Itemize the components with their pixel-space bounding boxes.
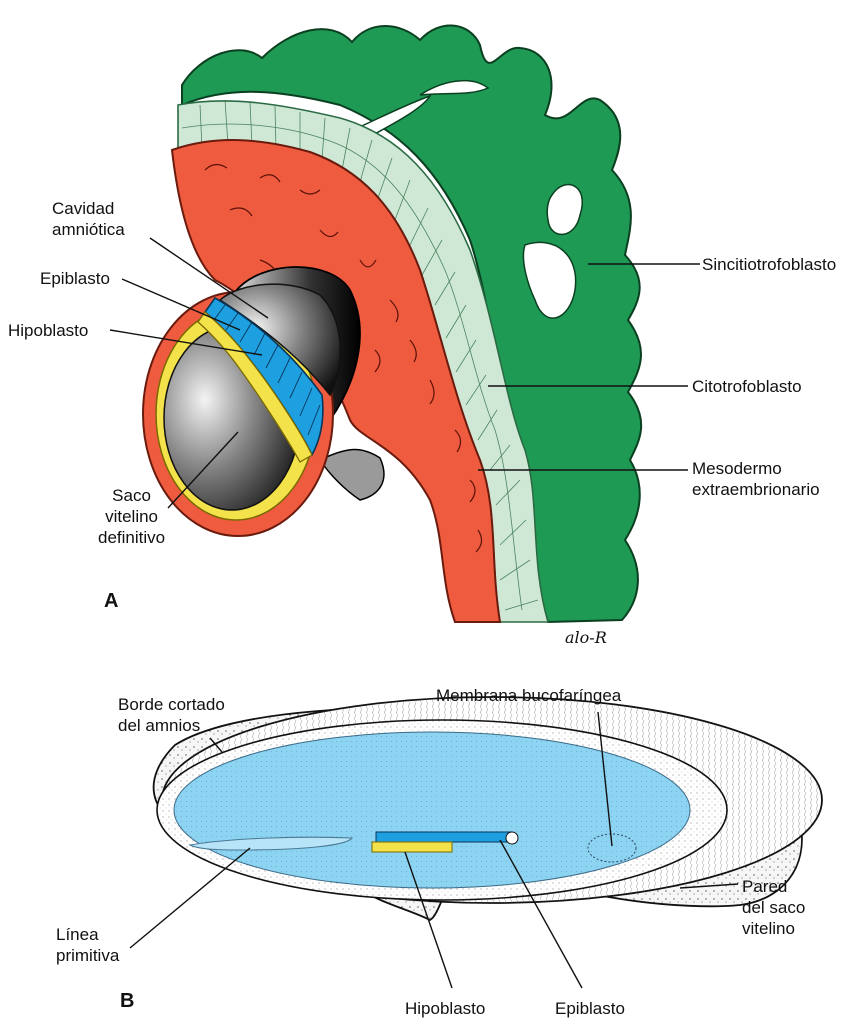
- label-cavidad-amniotica: Cavidad amniótica: [52, 198, 125, 240]
- hypoblast-strip: [372, 842, 452, 852]
- panel-a-label: A: [104, 590, 118, 613]
- epiblast-strip: [376, 832, 512, 842]
- label-hipoblasto-b: Hipoblasto: [405, 998, 485, 1019]
- label-mesodermo: Mesodermo extraembrionario: [692, 458, 820, 500]
- label-hipoblasto-a: Hipoblasto: [8, 320, 88, 341]
- label-citotrofoblasto: Citotrofoblasto: [692, 376, 802, 397]
- panel-b-illustration: [154, 697, 822, 920]
- label-epiblasto-a: Epiblasto: [40, 268, 110, 289]
- illustrator-signature: alo-R: [565, 628, 607, 647]
- label-linea-primitiva: Línea primitiva: [56, 924, 119, 966]
- label-epiblasto-b: Epiblasto: [555, 998, 625, 1019]
- label-pared-saco: Pared del saco vitelino: [742, 876, 805, 939]
- label-membrana: Membrana bucofaríngea: [436, 685, 621, 706]
- panel-b-label: B: [120, 990, 134, 1013]
- label-saco-vitelino: Saco vitelino definitivo: [98, 485, 165, 548]
- panel-a-illustration: [143, 25, 641, 622]
- label-borde-cortado: Borde cortado del amnios: [118, 694, 225, 736]
- label-sincitiotrofoblasto: Sincitiotrofoblasto: [702, 254, 836, 275]
